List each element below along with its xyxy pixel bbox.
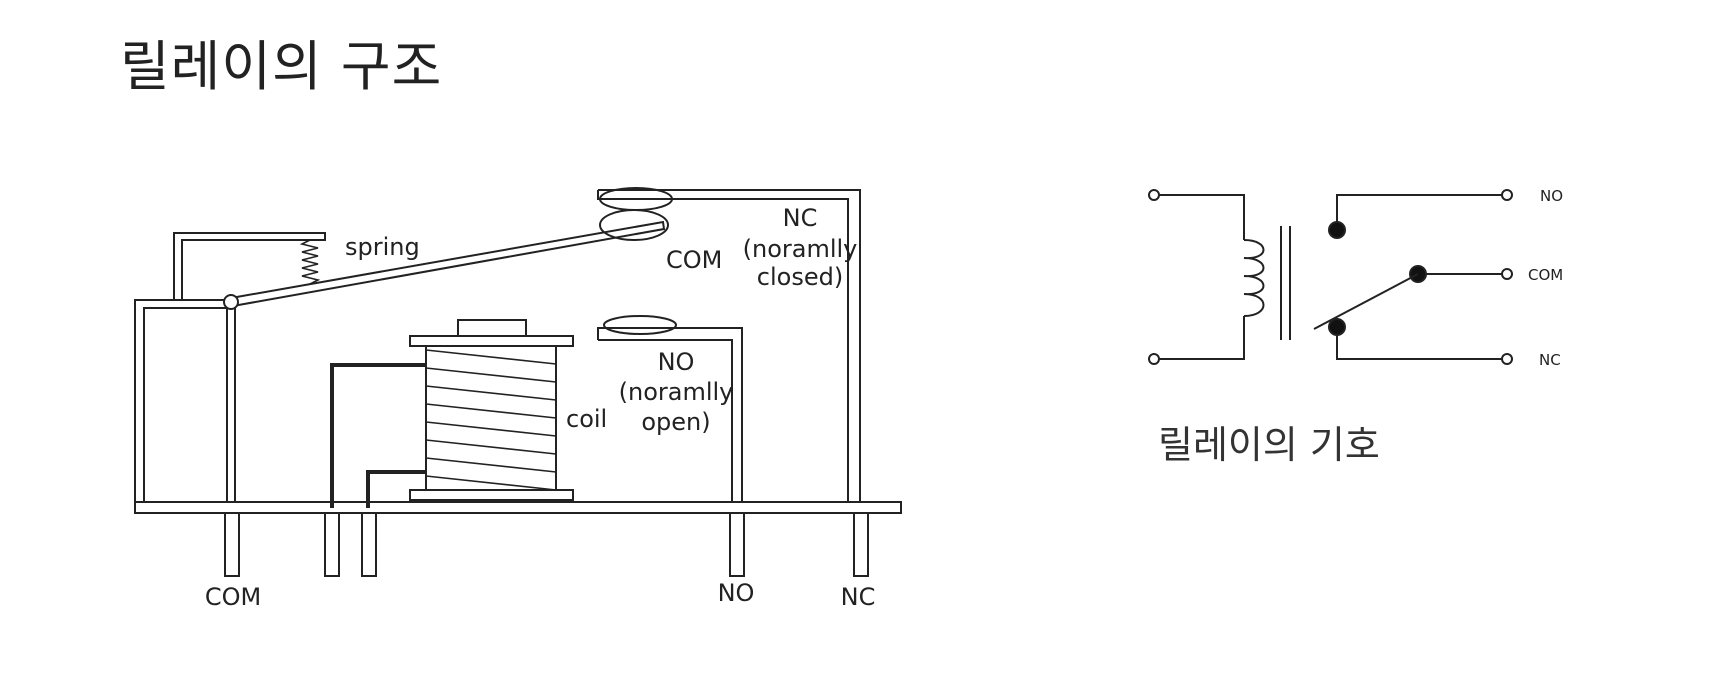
spring-label: spring (345, 233, 420, 261)
nc-dot (1328, 318, 1346, 336)
base-plate (134, 501, 902, 514)
relay-structure-drawing (134, 187, 902, 577)
no-title-label: NO (658, 348, 695, 376)
nc-desc-label-1: (noramlly (743, 235, 858, 263)
no-contact (603, 315, 677, 335)
no-desc-label-1: (noramlly (619, 378, 734, 406)
coil-terminal-bottom (1148, 353, 1160, 365)
no-wire (1336, 194, 1502, 230)
pin-no-label: NO (718, 579, 755, 607)
nc-desc-label-2: closed) (757, 263, 843, 291)
no-desc-label-2: open) (641, 408, 710, 436)
no-dot (1328, 221, 1346, 239)
symbol-nc-label: NC (1539, 351, 1561, 369)
coil-lead-2 (366, 470, 426, 508)
pin-coil-2 (361, 512, 377, 577)
core-head (457, 319, 527, 337)
pivot (223, 294, 239, 310)
spring (299, 239, 321, 285)
coil-top-flange (409, 335, 574, 347)
pin-no (729, 512, 745, 577)
spring-bracket (173, 232, 326, 300)
pin-nc-label: NC (841, 583, 876, 611)
coil-windings (425, 349, 557, 491)
nc-bracket (597, 190, 849, 502)
nc-terminal (1501, 353, 1513, 365)
relay-symbol-labels: NO COM NC (1528, 187, 1563, 369)
coil-wire-top (1159, 194, 1245, 240)
coil-label: coil (566, 405, 607, 433)
no-terminal (1501, 189, 1513, 201)
no-bracket (597, 327, 743, 502)
nc-title-label: NC (783, 204, 818, 232)
coil-bottom-flange (409, 489, 574, 501)
page-title: 릴레이의 구조 (120, 35, 443, 98)
relay-symbol (1148, 189, 1513, 365)
left-frame (134, 299, 227, 502)
symbol-no-label: NO (1540, 187, 1563, 205)
relay-structure-labels: spring COM NC (noramlly closed) NO (nora… (205, 204, 876, 611)
coil-body (425, 345, 557, 491)
switch-blade (1313, 273, 1419, 330)
coil-wire-bottom (1159, 316, 1245, 360)
coil-symbol (1243, 239, 1265, 317)
com-terminal (1501, 268, 1513, 280)
pin-com-label: COM (205, 583, 261, 611)
coil-lead-1 (330, 363, 426, 508)
pin-com (224, 512, 240, 577)
symbol-caption: 릴레이의 기호 (1158, 423, 1380, 467)
coil-terminal-top (1148, 189, 1160, 201)
symbol-com-label: COM (1528, 266, 1563, 284)
nc-wire (1336, 327, 1502, 360)
com-contact-label: COM (666, 246, 722, 274)
armature (229, 220, 666, 308)
pin-coil-1 (324, 512, 340, 577)
pin-nc (853, 512, 869, 577)
